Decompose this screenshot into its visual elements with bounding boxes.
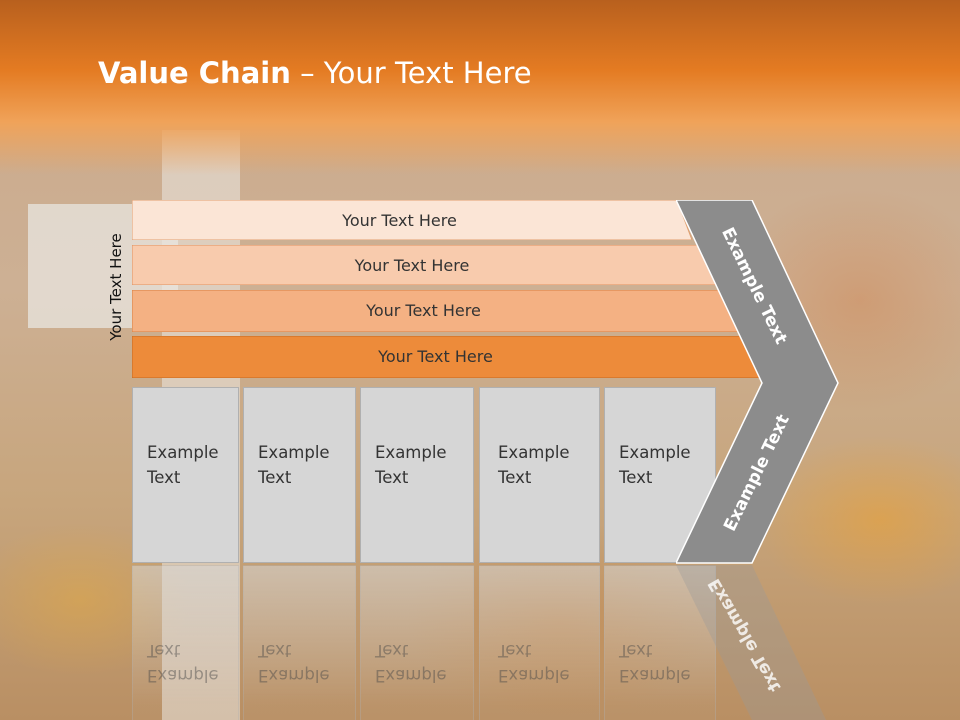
reflect-4-line2: Text (498, 641, 532, 660)
activity-box-5-line1: Example (619, 443, 691, 462)
activity-box-2-reflection: Example Text (243, 565, 356, 720)
activity-box-3[interactable]: Example Text (360, 387, 474, 563)
activity-box-1-reflection: Example Text (132, 565, 239, 720)
chevron-reflection (676, 565, 826, 720)
band-2-label: Your Text Here (354, 255, 470, 275)
activity-box-2[interactable]: Example Text (243, 387, 356, 563)
activity-box-4-reflection: Example Text (479, 565, 600, 720)
title-bar (0, 0, 960, 175)
activity-box-3-line1: Example (375, 443, 447, 462)
reflect-4-line1: Example (498, 666, 570, 685)
title-bold: Value Chain (98, 56, 291, 90)
slide-title[interactable]: Value Chain – Your Text Here (98, 56, 532, 90)
reflect-1-line2: Text (147, 641, 181, 660)
reflect-3-line2: Text (375, 641, 409, 660)
activity-box-3-reflection: Example Text (360, 565, 474, 720)
activity-box-1-line1: Example (147, 443, 219, 462)
activity-box-4-line2: Text (498, 468, 532, 487)
side-label[interactable]: Your Text Here (107, 233, 125, 341)
band-4[interactable]: Your Text Here (132, 336, 764, 378)
reflect-2-line1: Example (258, 666, 330, 685)
band-1-label: Your Text Here (342, 210, 457, 230)
activity-box-2-line1: Example (258, 443, 330, 462)
band-4-label: Your Text Here (378, 346, 493, 366)
reflect-2-line2: Text (258, 641, 292, 660)
band-1-shape (132, 200, 692, 240)
band-4-shape (132, 336, 764, 378)
activity-box-5-line2: Text (619, 468, 653, 487)
activity-box-1-line2: Text (147, 468, 181, 487)
activity-box-1[interactable]: Example Text (132, 387, 239, 563)
band-3[interactable]: Your Text Here (132, 290, 740, 332)
reflect-3-line1: Example (375, 666, 447, 685)
reflect-5-line2: Text (619, 641, 653, 660)
activity-box-3-line2: Text (375, 468, 409, 487)
band-2[interactable]: Your Text Here (132, 245, 717, 285)
activity-box-4[interactable]: Example Text (479, 387, 600, 563)
activity-box-2-line2: Text (258, 468, 292, 487)
band-2-shape (132, 245, 717, 285)
activity-box-4-line1: Example (498, 443, 570, 462)
band-1[interactable]: Your Text Here (132, 200, 692, 240)
title-rest: – Your Text Here (290, 56, 532, 90)
reflect-1-line1: Example (147, 666, 219, 685)
band-3-shape (132, 290, 740, 332)
band-3-label: Your Text Here (366, 300, 481, 320)
margin-chevron[interactable] (676, 200, 841, 565)
